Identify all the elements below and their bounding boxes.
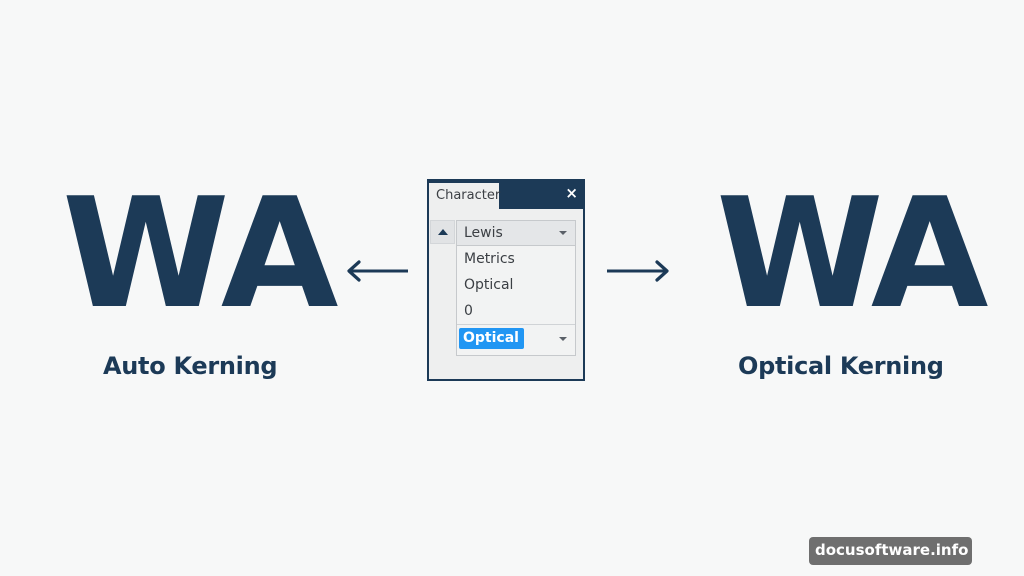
optical-kerning-caption: Optical Kerning [738,352,944,380]
tab-character[interactable]: Character [429,183,500,209]
kerning-dropdown[interactable]: Lewis Metrics Optical 0 Optical [456,220,576,356]
triangle-up-icon [437,229,448,235]
arrow-left-icon [347,260,408,282]
kerning-select[interactable]: Optical [457,324,575,352]
optical-kerning-sample: WA [716,165,988,342]
chevron-down-icon [559,231,567,235]
panel-header: Character × [429,181,583,209]
selected-kerning-value: Optical [459,328,524,349]
panel-body: Lewis Metrics Optical 0 Optical [429,209,583,379]
dropdown-header[interactable]: Lewis [457,221,575,246]
arrow-right-icon [607,260,669,282]
auto-kerning-caption: Auto Kerning [103,352,278,380]
auto-kerning-sample: WA [62,165,338,342]
chevron-down-icon [559,336,567,341]
character-panel: Character × Lewis Metrics Optical 0 Opti… [427,179,585,381]
dropdown-option-zero[interactable]: 0 [464,303,473,319]
close-icon[interactable]: × [565,184,578,202]
collapse-button[interactable] [430,220,455,244]
watermark-badge: docusoftware.info [809,537,972,565]
dropdown-option-optical[interactable]: Optical [464,277,514,293]
dropdown-option-metrics[interactable]: Metrics [464,251,515,267]
dropdown-header-value: Lewis [464,225,503,241]
